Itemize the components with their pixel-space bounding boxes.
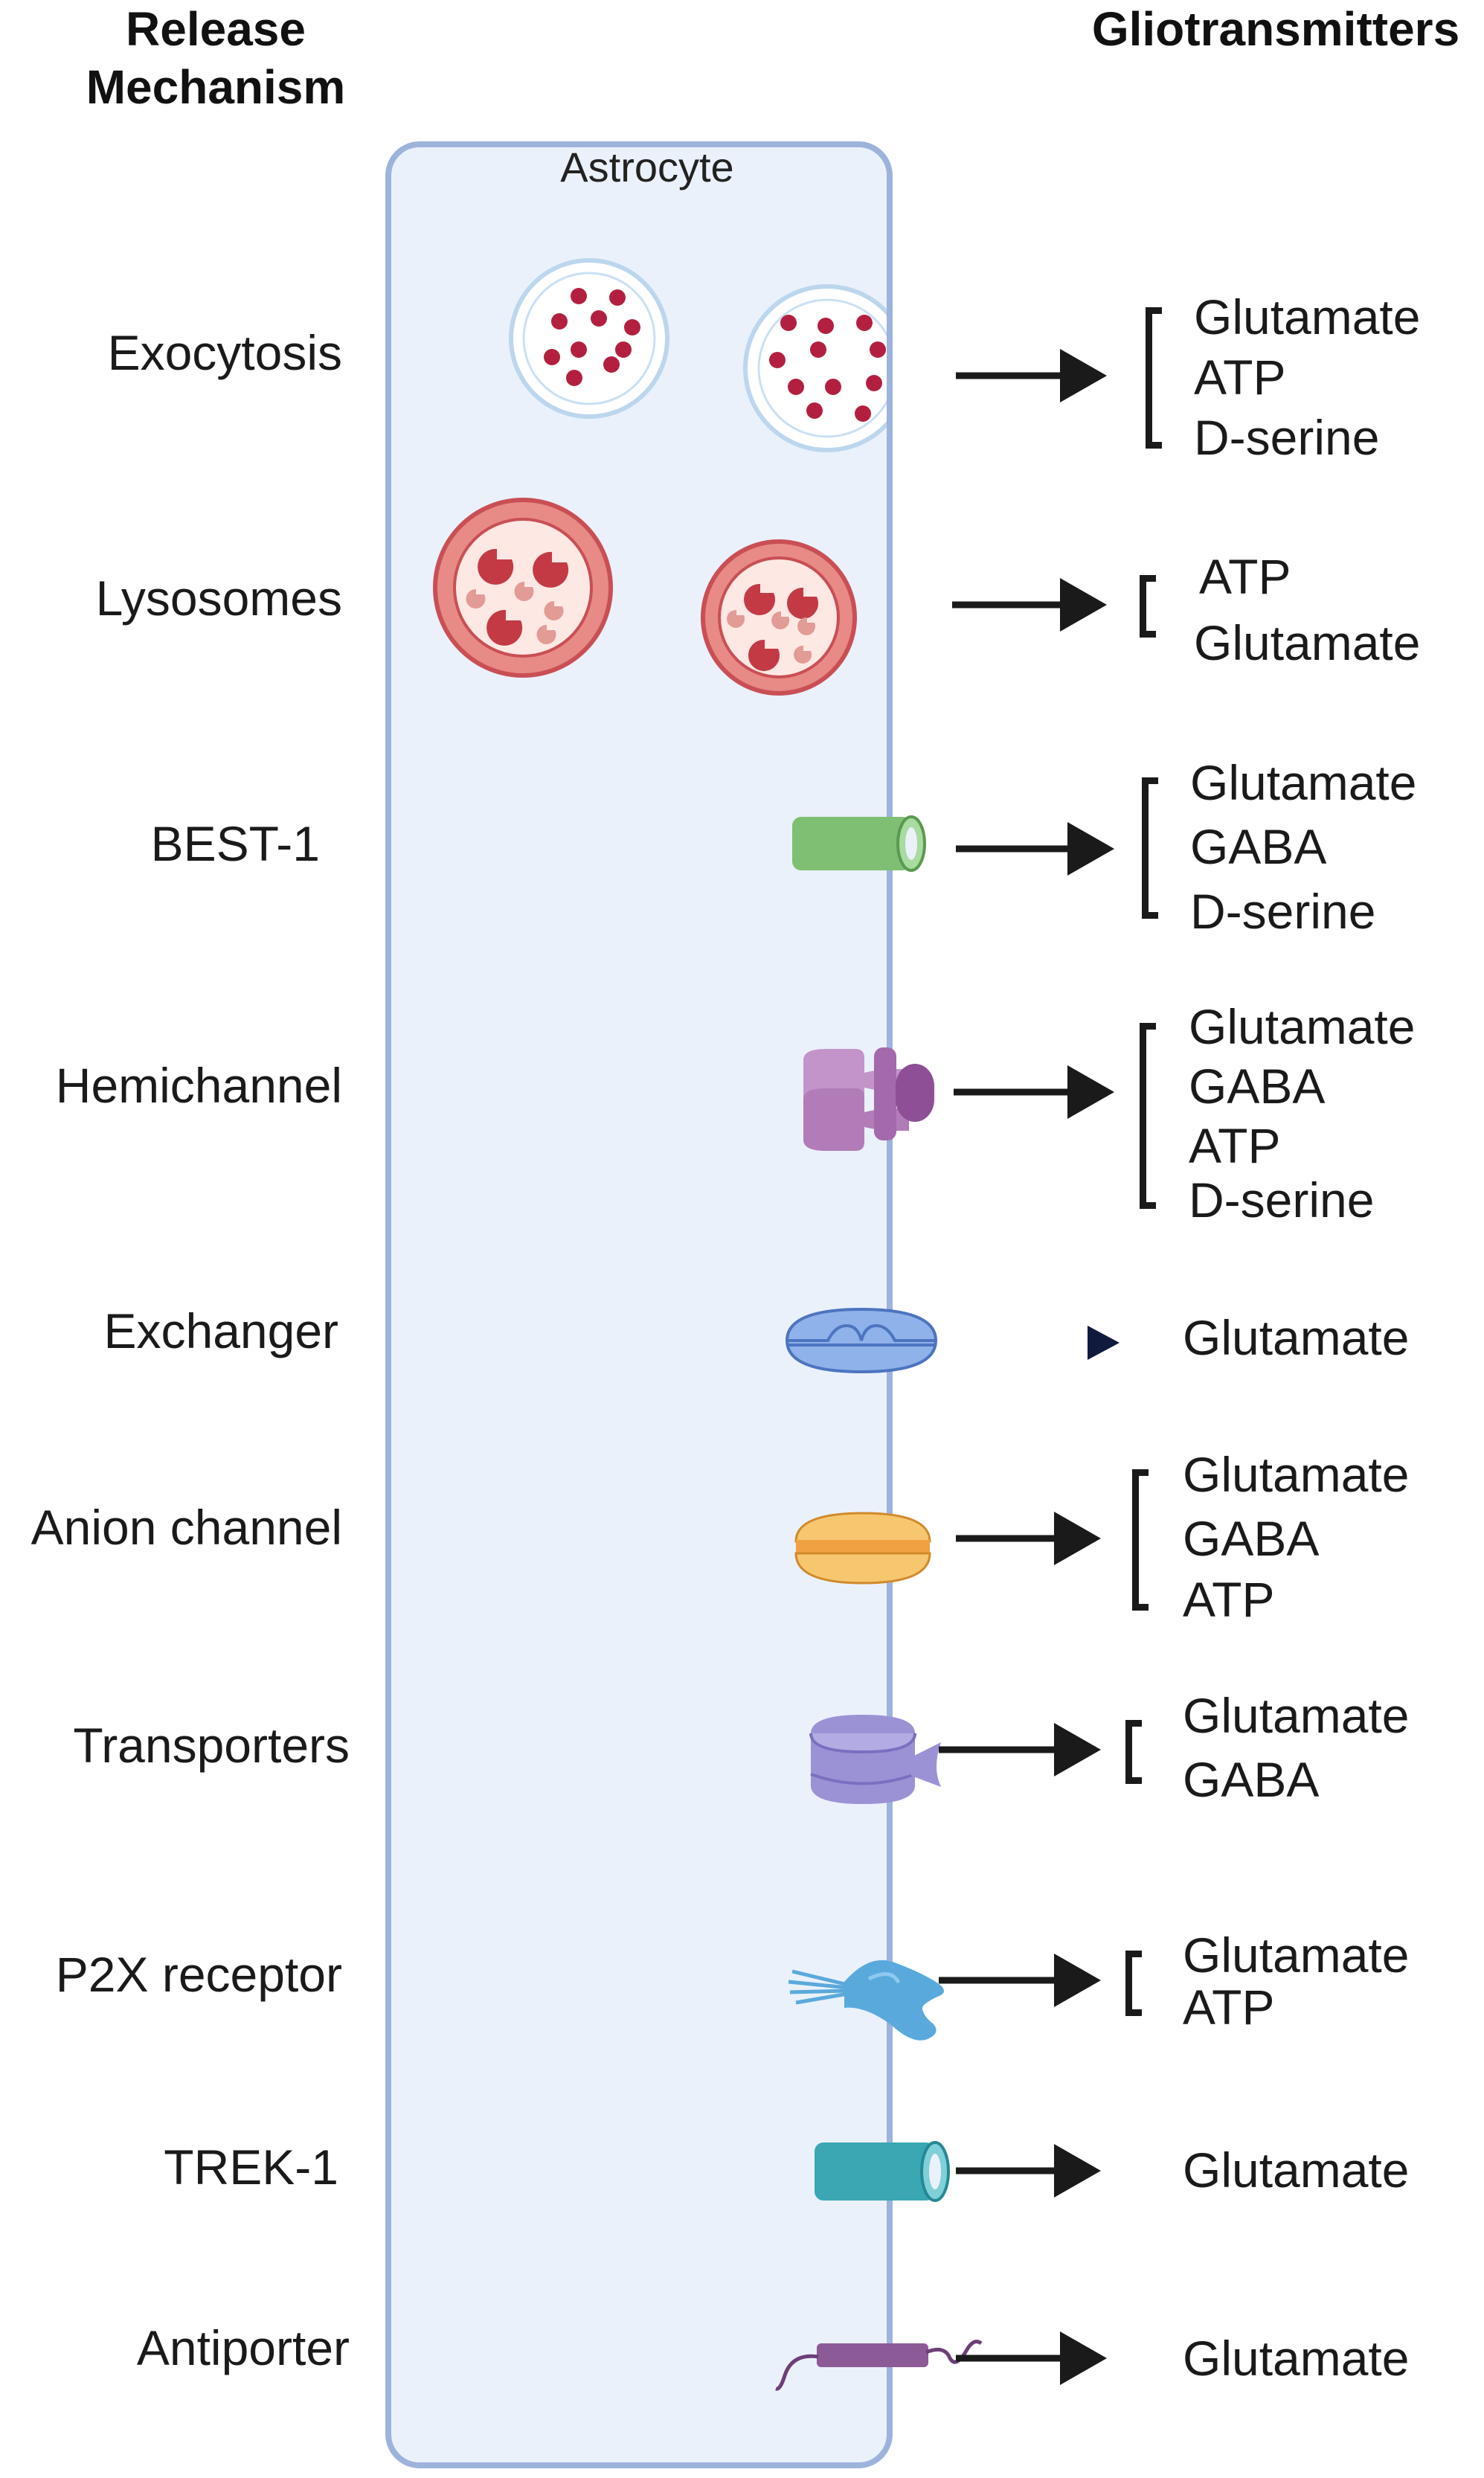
vesicle-icon (743, 284, 887, 452)
transmitter-label: ATP (1183, 1980, 1275, 2035)
exchanger-icon (785, 1307, 938, 1374)
bracket (1132, 1469, 1149, 1611)
bracket (1125, 1720, 1142, 1784)
mechanism-label-hemichannel: Hemichannel (55, 1058, 342, 1113)
transmitter-label: Glutamate (1183, 1310, 1410, 1365)
mechanism-label-p2x-receptor: P2X receptor (55, 1947, 342, 2002)
anion-channel-icon (794, 1512, 931, 1585)
bracket (1146, 307, 1162, 449)
release-mechanism-header: Release Mechanism (45, 0, 387, 116)
transmitter-label: GABA (1190, 819, 1327, 874)
lysosome-icon (433, 498, 613, 678)
astrocyte-label: Astrocyte (560, 144, 734, 190)
channel-cylinder-icon (815, 2141, 950, 2202)
transmitter-label: ATP (1183, 1572, 1275, 1627)
mechanism-label-antiporter: Antiporter (136, 2320, 350, 2375)
vesicle-icon (509, 258, 669, 419)
transmitter-label: Glutamate (1183, 1927, 1410, 1983)
mechanism-label-best1: BEST-1 (150, 816, 320, 871)
transmitter-label: Glutamate (1194, 615, 1421, 670)
mechanism-label-exchanger: Exchanger (103, 1303, 338, 1358)
transmitter-label: D-serine (1190, 884, 1376, 939)
release-header-line2: Mechanism (86, 60, 346, 114)
bracket (1140, 1023, 1156, 1209)
transmitter-label: Glutamate (1183, 1447, 1410, 1502)
transmitter-label: Glutamate (1183, 2142, 1410, 2198)
transmitter-label: GABA (1183, 1511, 1320, 1566)
mechanism-label-anion-channel: Anion channel (30, 1500, 342, 1555)
transmitter-label: Glutamate (1189, 999, 1416, 1054)
transmitter-label: D-serine (1194, 410, 1380, 465)
mechanism-label-exocytosis: Exocytosis (107, 325, 342, 380)
mechanism-label-trek1: TREK-1 (164, 2140, 338, 2195)
transmitter-label: ATP (1189, 1118, 1281, 1173)
mechanism-label-transporters: Transporters (73, 1718, 350, 1773)
transporter-icon (809, 1715, 941, 1804)
transmitter-label: Glutamate (1194, 289, 1421, 344)
antiporter-icon (775, 2340, 983, 2391)
release-header-line1: Release (126, 2, 306, 56)
transmitter-label: Glutamate (1183, 2331, 1410, 2386)
mechanism-label-lysosomes: Lysosomes (95, 571, 342, 626)
lysosome-icon (701, 539, 857, 696)
hemichannel-icon (803, 1047, 934, 1151)
bracket (1142, 777, 1158, 919)
transmitter-label: ATP (1194, 350, 1286, 405)
transmitter-label: GABA (1189, 1059, 1326, 1114)
receptor-icon (788, 1959, 944, 2041)
transmitter-label: Glutamate (1190, 755, 1417, 810)
transmitter-label: ATP (1199, 549, 1291, 604)
transmitter-label: GABA (1183, 1752, 1320, 1807)
gliotransmitters-header: Gliotransmitters (1091, 2, 1460, 56)
arrow-head (1088, 1326, 1120, 1360)
bracket (1140, 575, 1156, 638)
transmitter-label: Glutamate (1183, 1688, 1410, 1743)
channel-cylinder-icon (792, 815, 926, 872)
bracket (1125, 1951, 1142, 2016)
transmitter-label: D-serine (1189, 1172, 1375, 1227)
